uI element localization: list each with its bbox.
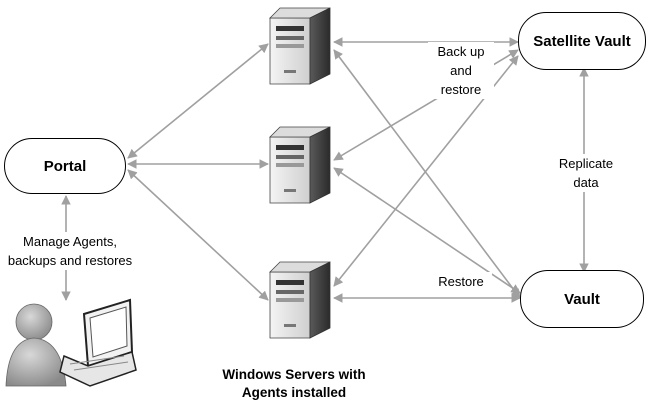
label-restore: Restore: [430, 272, 492, 291]
portal-node: Portal: [4, 138, 126, 194]
label-manage-line1: Manage Agents,: [23, 234, 117, 249]
laptop-icon: [59, 298, 137, 387]
servers-caption-line1: Windows Servers with: [222, 367, 366, 382]
server-icon: [269, 261, 331, 339]
arrow-portal-server1: [127, 43, 269, 159]
servers-caption-line2: Agents installed: [241, 385, 347, 400]
servers-caption: Windows Servers with Agents installed: [204, 366, 384, 402]
label-backup-line3: restore: [440, 82, 482, 97]
label-backup-line2: and: [450, 63, 472, 78]
label-manage: Manage Agents, backups and restores: [2, 232, 138, 270]
user-icon: [5, 303, 67, 387]
label-backup-line1: Back up: [437, 44, 485, 59]
satellite-vault-node: Satellite Vault: [518, 12, 646, 70]
vault-node: Vault: [520, 270, 644, 328]
server-icon: [269, 7, 331, 85]
label-manage-line2: backups and restores: [7, 253, 133, 268]
label-replicate-line1: Replicate: [558, 156, 614, 171]
label-backup: Back up and restore: [428, 42, 494, 99]
arrow-server2-vault: [333, 167, 521, 294]
arrow-portal-server3: [127, 169, 269, 301]
server-icon: [269, 126, 331, 204]
label-replicate: Replicate data: [550, 154, 622, 192]
label-replicate-line2: data: [573, 175, 599, 190]
